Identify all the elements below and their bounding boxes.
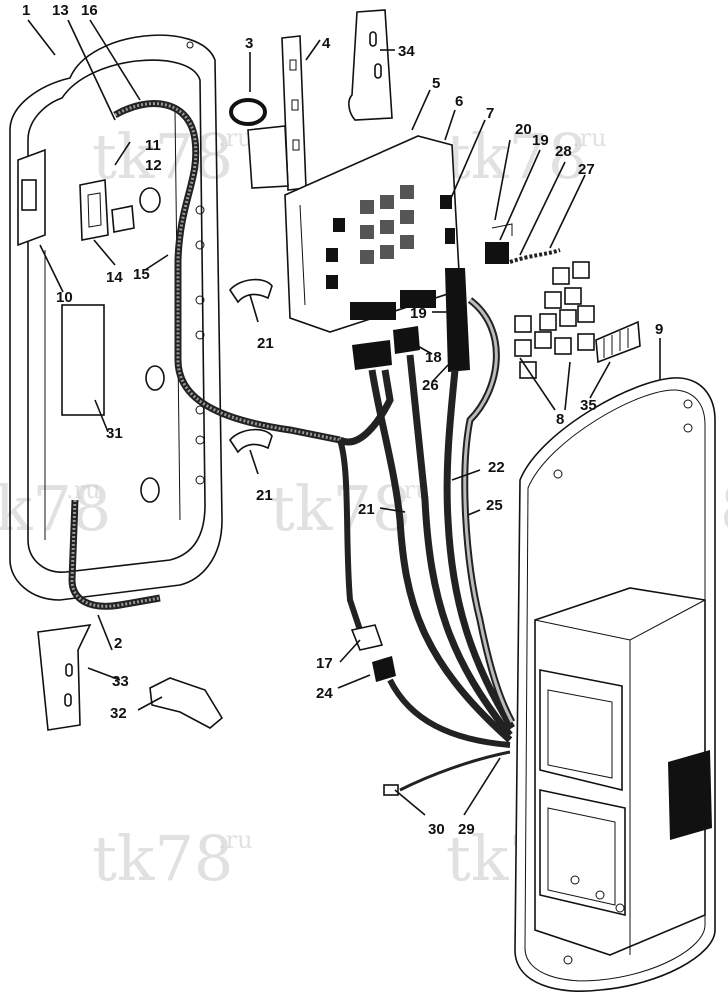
callout-12: 12 (145, 157, 162, 174)
connector-block-19 (445, 268, 470, 372)
callout-26: 25 (486, 497, 503, 514)
connector-31 (383, 784, 399, 796)
bracket-34 (37, 624, 92, 731)
callout-32: 31 (106, 425, 123, 442)
callout-17: 17 (316, 655, 333, 672)
label-plate (61, 304, 105, 416)
callout-11: 11 (145, 137, 161, 154)
callout-21-upper: 21 (257, 335, 274, 352)
callout-19: 19 (410, 305, 427, 322)
callout-3: 3 (245, 35, 253, 52)
callout-35: 34 (398, 43, 415, 60)
callout-31: 30 (428, 821, 445, 838)
callout-18: 18 (425, 349, 442, 366)
callout-21-lower: 21 (256, 487, 273, 504)
bracket-35 (348, 9, 393, 121)
watermark-text: tk78 (92, 822, 233, 895)
callout-27: 26 (422, 377, 439, 394)
callout-36: 35 (580, 397, 597, 414)
callouts: 1 13 16 3 4 34 5 6 7 20 19 28 27 11 12 1… (22, 2, 663, 838)
left-housing (9, 34, 273, 601)
callout-30: 29 (458, 821, 475, 838)
board-components (326, 185, 455, 320)
callout-33: 32 (110, 705, 127, 722)
connector-17 (350, 624, 384, 651)
watermark-suffix: .ru (218, 826, 253, 854)
relay-array-8 (514, 261, 595, 379)
connector-18a (352, 340, 392, 370)
bracket-33 (149, 677, 224, 729)
callout-1: 1 (22, 2, 30, 19)
callout-4: 4 (322, 35, 331, 52)
bracket-14 (79, 179, 109, 241)
ring-3 (229, 98, 267, 126)
clip-21-upper (229, 278, 273, 304)
watermark-text: tk78 (92, 120, 233, 193)
connector-18b (393, 326, 420, 354)
connector-25 (372, 656, 396, 682)
leader-lines (27, 19, 661, 816)
display-box (668, 750, 712, 840)
callout-34: 33 (112, 673, 129, 690)
callout-16: 16 (81, 2, 98, 19)
display-window-lower (539, 789, 626, 917)
wire-harness (68, 100, 561, 792)
watermark-text: tk78 (0, 472, 111, 545)
callout-24: 20 (515, 121, 532, 138)
front-cover-9 (514, 377, 716, 993)
callout-23: 22 (488, 459, 505, 476)
callout-9: 9 (655, 321, 663, 338)
watermark-suffix: .ru (572, 124, 607, 152)
callout-29: 28 (555, 143, 572, 160)
clip-21-lower (229, 428, 273, 454)
callout-13: 13 (52, 2, 69, 19)
callout-25: 24 (316, 685, 333, 702)
callout-5: 5 (432, 75, 440, 92)
watermark-suffix: .ru (66, 476, 101, 504)
fuse-strip-36 (595, 320, 641, 364)
callout-2: 2 (114, 635, 122, 652)
callout-20: 19 (532, 132, 549, 149)
watermark-text: tk78 (270, 472, 411, 545)
relay-29 (485, 242, 509, 264)
callout-7: 7 (486, 105, 494, 122)
callout-6: 6 (455, 93, 463, 110)
callout-28: 27 (578, 161, 595, 178)
callout-22: 21 (358, 501, 375, 518)
callout-8: 8 (556, 411, 564, 428)
watermark-suffix: .ru (218, 124, 253, 152)
callout-15: 15 (133, 266, 150, 283)
callout-10: 10 (56, 289, 73, 306)
callout-14: 14 (106, 269, 123, 286)
